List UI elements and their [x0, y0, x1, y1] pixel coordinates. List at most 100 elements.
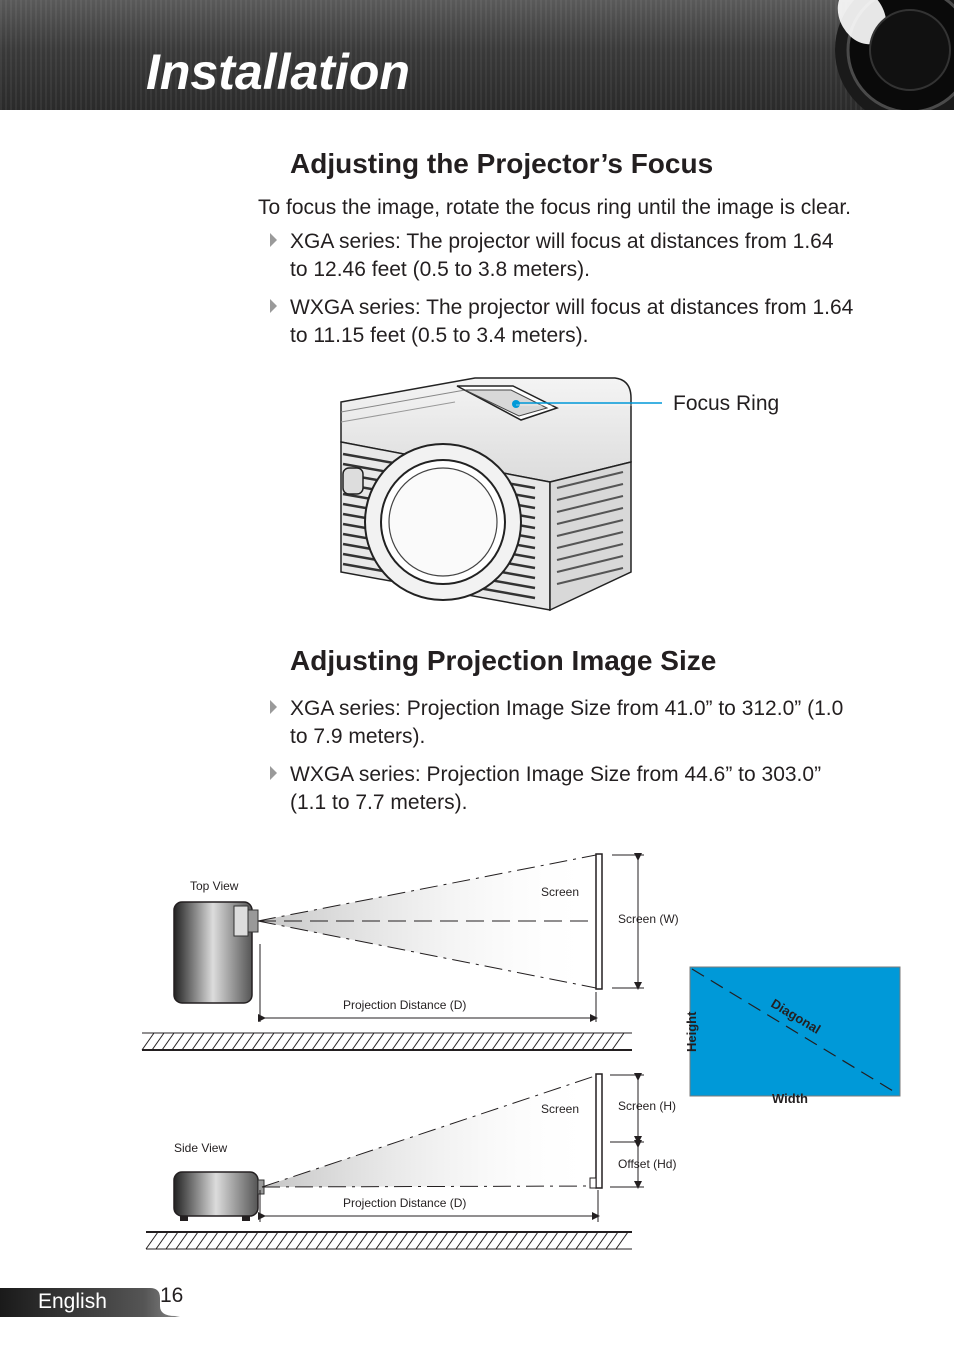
- hatch-line: [281, 1032, 295, 1051]
- distance-label-top: Projection Distance (D): [343, 998, 466, 1012]
- hatch-line: [551, 1032, 565, 1051]
- focus-ring-marker: [512, 400, 520, 408]
- width-label: Width: [772, 1091, 808, 1106]
- bullet-line: to 12.46 feet (0.5 to 3.8 meters).: [290, 258, 590, 281]
- screen-width-label: Screen (W): [618, 912, 679, 926]
- hatch-line: [515, 1231, 529, 1250]
- hatch-line: [311, 1032, 325, 1051]
- hatch-line: [521, 1032, 535, 1051]
- hatch-line: [411, 1032, 425, 1051]
- hatch-line: [321, 1032, 335, 1051]
- focus-ring-label: Focus Ring: [673, 392, 780, 415]
- hatch-line: [205, 1231, 219, 1250]
- page-title: Installation: [146, 44, 410, 100]
- hatch-line: [615, 1231, 629, 1250]
- hatch-line: [481, 1032, 495, 1051]
- bullet-line: XGA series: Projection Image Size from 4…: [290, 697, 844, 720]
- screen-label-top: Screen: [541, 885, 579, 899]
- size-heading: Adjusting Projection Image Size: [290, 645, 717, 676]
- hatch-line: [195, 1231, 209, 1250]
- hatch-line: [505, 1231, 519, 1250]
- hatch-line: [351, 1032, 365, 1051]
- offset-label: Offset (Hd): [618, 1157, 676, 1171]
- hatch-line: [245, 1231, 259, 1250]
- screen-top: [595, 853, 603, 990]
- hatch-line: [425, 1231, 439, 1250]
- footer-language: English: [38, 1290, 107, 1313]
- hatch-line: [221, 1032, 235, 1051]
- hatch-line: [525, 1231, 539, 1250]
- hatch-line: [535, 1231, 549, 1250]
- hatch-line: [271, 1032, 285, 1051]
- hatch-line: [461, 1032, 475, 1051]
- hatch-line: [591, 1032, 605, 1051]
- hatch-line: [575, 1231, 589, 1250]
- hatch-line: [141, 1032, 155, 1051]
- hatch-line: [541, 1032, 555, 1051]
- hatch-line: [585, 1231, 599, 1250]
- size-bullet-wxga: WXGA series: Projection Image Size from …: [290, 761, 905, 817]
- hatch-line: [561, 1032, 575, 1051]
- bullet-line: WXGA series: The projector will focus at…: [290, 296, 854, 319]
- bullet-line: WXGA series: Projection Image Size from …: [290, 763, 822, 786]
- hatch-line: [571, 1032, 585, 1051]
- hatch-line: [555, 1231, 569, 1250]
- hatch-line: [415, 1231, 429, 1250]
- side-view-label: Side View: [174, 1141, 227, 1155]
- focus-intro: To focus the image, rotate the focus rin…: [258, 196, 851, 219]
- bullet-line: XGA series: The projector will focus at …: [290, 230, 834, 253]
- focus-heading: Adjusting the Projector’s Focus: [290, 148, 714, 179]
- projector-top-icon: [173, 901, 253, 1004]
- hatch-line: [381, 1032, 395, 1051]
- hatch-line: [345, 1231, 359, 1250]
- hatch-line: [401, 1032, 415, 1051]
- hatch-line: [335, 1231, 349, 1250]
- bullet-arrow-icon: [270, 766, 277, 780]
- hatch-line: [385, 1231, 399, 1250]
- hatch-line: [275, 1231, 289, 1250]
- hatch-line: [485, 1231, 499, 1250]
- distance-label-side: Projection Distance (D): [343, 1196, 466, 1210]
- hatch-line: [231, 1032, 245, 1051]
- hatch-line: [201, 1032, 215, 1051]
- hatch-line: [365, 1231, 379, 1250]
- hatch-line: [421, 1032, 435, 1051]
- hatch-line: [165, 1231, 179, 1250]
- focus-bullet-xga: XGA series: The projector will focus at …: [290, 228, 905, 284]
- screen-height-label: Screen (H): [618, 1099, 676, 1113]
- projector-side-icon: [173, 1171, 259, 1217]
- hatch-line: [181, 1032, 195, 1051]
- hatch-line: [371, 1032, 385, 1051]
- hatch-line: [235, 1231, 249, 1250]
- hatch-line: [255, 1231, 269, 1250]
- bullet-arrow-icon: [270, 700, 277, 714]
- hatch-line: [301, 1032, 315, 1051]
- hatch-line: [171, 1032, 185, 1051]
- page-header: Installation: [0, 0, 954, 110]
- page-number: 16: [160, 1284, 184, 1307]
- hatch-line: [475, 1231, 489, 1250]
- hatch-line: [155, 1231, 169, 1250]
- screen-side: [595, 1073, 603, 1189]
- screen-dimensions-graphic: [689, 966, 901, 1097]
- hatch-line: [331, 1032, 345, 1051]
- hatch-line: [211, 1032, 225, 1051]
- hatch-line: [455, 1231, 469, 1250]
- lens-icon: [835, 0, 954, 110]
- hatch-line: [405, 1231, 419, 1250]
- hatch-line: [441, 1032, 455, 1051]
- bullet-arrow-icon: [270, 233, 277, 247]
- hatch-line: [595, 1231, 609, 1250]
- bullet-line: to 7.9 meters).: [290, 725, 426, 748]
- bullet-line: to 11.15 feet (0.5 to 3.4 meters).: [290, 324, 589, 347]
- hatch-line: [375, 1231, 389, 1250]
- hatch-line: [495, 1231, 509, 1250]
- top-view-label: Top View: [190, 879, 239, 893]
- hatch-line: [251, 1032, 265, 1051]
- screen-label-side: Screen: [541, 1102, 579, 1116]
- header-texture: [0, 0, 954, 110]
- hatch-line: [291, 1032, 305, 1051]
- hatch-line: [325, 1231, 339, 1250]
- hatch-line: [225, 1231, 239, 1250]
- hatch-line: [445, 1231, 459, 1250]
